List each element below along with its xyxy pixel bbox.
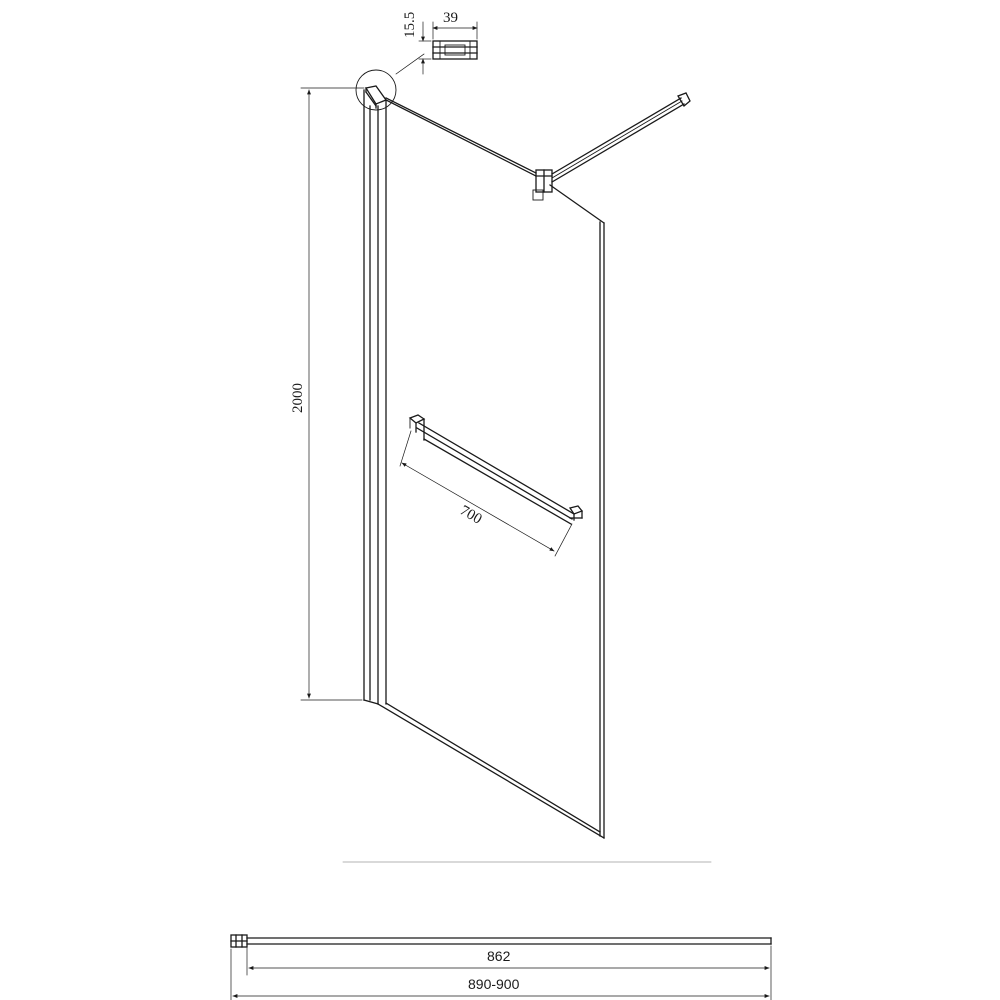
plan-view [230,934,772,948]
glass-width-dimension: 862 [246,945,772,1000]
glass-panel [363,85,605,839]
height-dimension: 2000 [290,87,365,701]
total-width-label: 890-900 [468,976,520,992]
support-arm [532,92,691,201]
bracket-height-label: 15.5 [402,12,418,38]
towel-bar-length-label: 700 [457,503,484,528]
detail-callout-circle [355,69,397,111]
towel-bar-dimension: 700 [399,430,573,557]
bracket-width-label: 39 [443,10,458,26]
total-width-dimension: 890-900 [230,948,770,1000]
bracket-detail: 39 15.5 [395,10,478,75]
height-label: 2000 [290,383,306,413]
glass-width-label: 862 [487,948,511,964]
towel-bar [408,414,584,525]
